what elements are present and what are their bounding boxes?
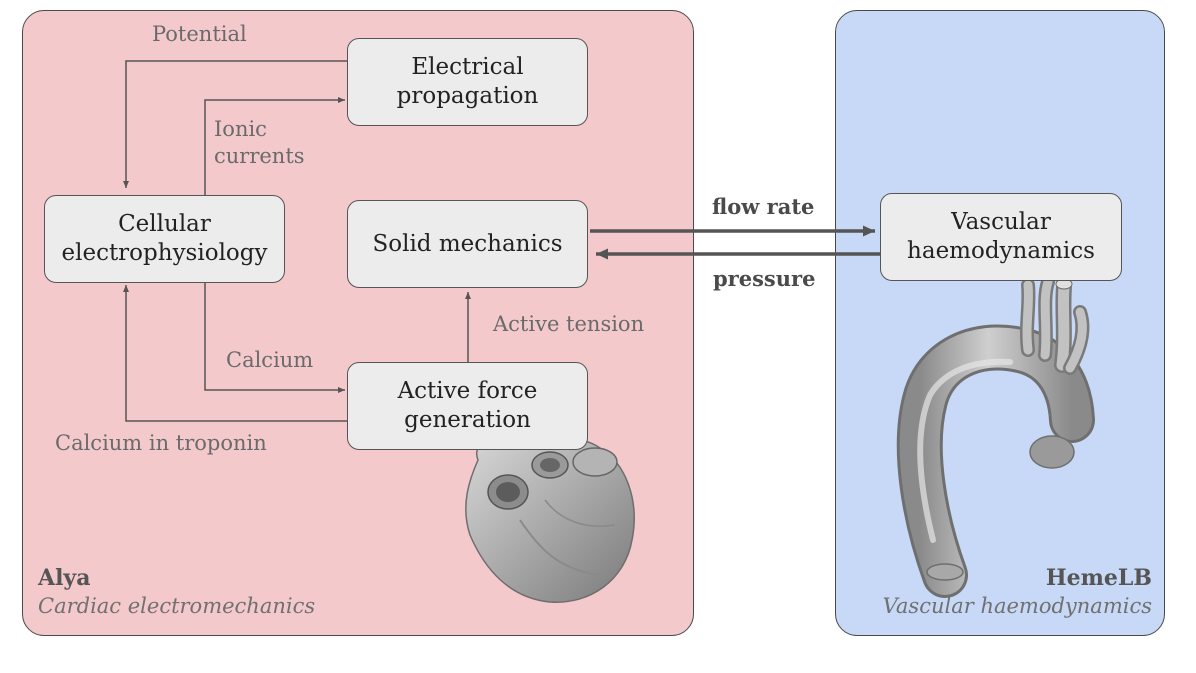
- edge-potential: [123, 60, 348, 188]
- pressure-label: pressure: [713, 266, 816, 291]
- edge-calcium: [204, 282, 345, 393]
- active-force-generation-node: Active force generation: [347, 362, 588, 450]
- cellular-electrophysiology-node: Cellular electrophysiology: [44, 195, 285, 283]
- ionic-currents-label: Ionic currents: [214, 117, 305, 168]
- vascular-haemodynamics-node: Vascular haemodynamics: [880, 193, 1122, 281]
- potential-label: Potential: [152, 22, 247, 46]
- electrical-propagation-node: Electrical propagation: [347, 38, 588, 126]
- aorta-illustration: [896, 275, 1095, 598]
- active-tension-label: Active tension: [493, 312, 645, 336]
- alya-title: Alya: [38, 565, 91, 591]
- hemelb-subtitle: Vascular haemodynamics: [882, 594, 1152, 618]
- heart-illustration: [465, 437, 635, 603]
- solid-mechanics-node: Solid mechanics: [347, 200, 588, 288]
- hemelb-title: HemeLB: [1045, 565, 1152, 591]
- alya-subtitle: Cardiac electromechanics: [38, 594, 316, 618]
- flow-rate-label: flow rate: [712, 194, 815, 219]
- calcium-in-troponin-label: Calcium in troponin: [55, 431, 267, 455]
- hemelb-panel: [835, 10, 1165, 636]
- calcium-label: Calcium: [226, 348, 314, 372]
- edge-ionic-currents: [204, 97, 345, 195]
- edge-calcium-in-troponin: [123, 285, 348, 422]
